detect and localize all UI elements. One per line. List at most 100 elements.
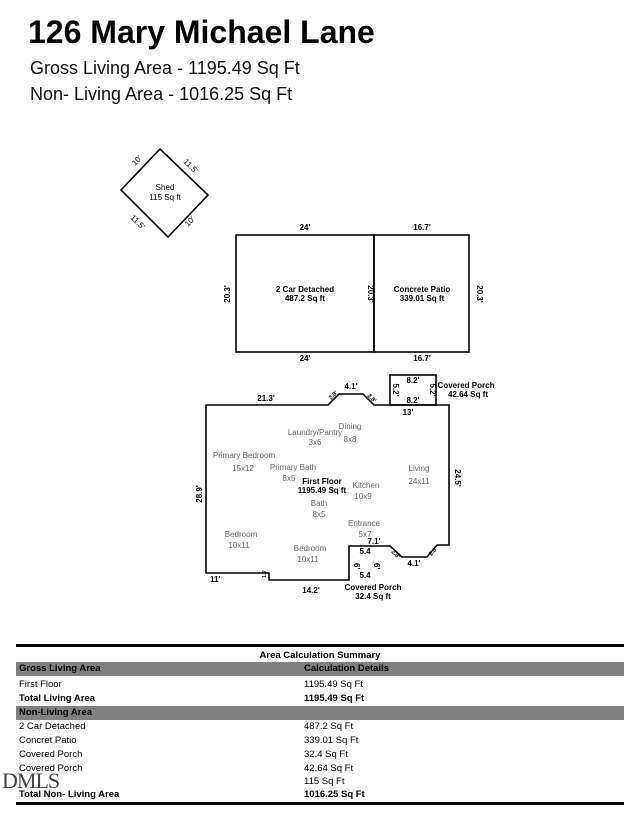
porch-name: Covered Porch: [345, 583, 402, 592]
room-primary-bedroom: Primary Bedroom 15x12: [213, 451, 276, 473]
room-name: Bedroom: [225, 530, 258, 539]
covered-porch-front: 5.4 5.4 6' 6' Covered Porch 32.4 Sq ft: [345, 547, 402, 601]
row-value: 339.01 Sq Ft: [304, 735, 359, 746]
area-summary-table: Area Calculation Summary Gross Living Ar…: [16, 644, 624, 805]
row-value: 115 Sq Ft: [304, 776, 345, 787]
room-name: Dining: [339, 422, 362, 431]
page-title: 126 Mary Michael Lane: [28, 14, 375, 50]
non-living-header: Non-Living Area: [19, 707, 93, 718]
dim-label: 28.9': [195, 485, 204, 503]
room-size: 10x11: [297, 555, 319, 564]
garage: 2 Car Detached 487.2 Sq ft 24' 24' 20.3'…: [223, 223, 375, 363]
gla-header: Gross Living Area: [19, 663, 101, 674]
dim-label: 8.2': [406, 376, 419, 385]
room-size: 8x5: [313, 510, 326, 519]
details-header: Calculation Details: [304, 663, 389, 674]
shed-outline: [119, 147, 210, 239]
dim-label: 13': [403, 408, 414, 417]
room-size: 8x8: [344, 435, 357, 444]
row-value: 1195.49 Sq Ft: [304, 693, 365, 704]
dim-label: 5.2': [391, 383, 400, 396]
patio-outline: [373, 234, 470, 353]
garage-dim: 24': [300, 223, 311, 232]
room-bedroom: Bedroom 10x11: [294, 544, 327, 564]
patio-area: 339.01 Sq ft: [400, 294, 445, 303]
room-size: 24x11: [408, 477, 430, 486]
row-label: Total Non- Living Area: [19, 789, 120, 800]
total-non-living-row: Total Non- Living Area 1016.25 Sq Ft: [16, 788, 624, 802]
dim-label: 14.2': [302, 586, 320, 595]
gla-header-row: Gross Living Area Calculation Details: [16, 662, 624, 676]
row-value: 1016.25 Sq Ft: [304, 789, 365, 800]
first-floor-name: First Floor: [302, 477, 342, 486]
row-label: Concret Patio: [19, 735, 77, 746]
dim-label: 5.4: [359, 547, 371, 556]
room-name: Bedroom: [294, 544, 327, 553]
room-size: 5x7: [359, 530, 372, 539]
garage-area: 487.2 Sq ft: [285, 294, 325, 303]
patio-name: Concrete Patio: [394, 285, 451, 294]
dim-label: 8.2': [406, 396, 419, 405]
dim-label: 24.5': [453, 469, 462, 487]
row-label: 2 Car Detached: [19, 721, 86, 732]
dim-label: 6': [372, 563, 381, 569]
room-entrance: Entrance 5x7: [348, 519, 381, 539]
row-value: 1195.49 Sq Ft: [304, 679, 363, 690]
table-row: First Floor 1195.49 Sq Ft: [16, 678, 624, 692]
dim-label: 1.8': [262, 570, 268, 578]
row-label: First Floor: [19, 679, 62, 690]
garage-dim: 24': [300, 354, 311, 363]
dim-label: 11': [210, 575, 220, 584]
non-living-area: Non- Living Area - 1016.25 Sq Ft: [30, 84, 293, 104]
first-floor-area: 1195.49 Sq ft: [298, 486, 347, 495]
room-name: Entrance: [348, 519, 381, 528]
room-size: 15x12: [232, 464, 254, 473]
row-value: 32.4 Sq Ft: [304, 749, 348, 760]
dim-label: 21.3': [257, 394, 275, 403]
table-row: Covered Porch 32.4 Sq Ft: [16, 748, 624, 762]
shed-name: Shed: [156, 183, 175, 192]
room-name: Primary Bedroom: [213, 451, 276, 460]
room-size: 3x6: [309, 438, 322, 447]
dim-label: 7.1': [367, 537, 380, 546]
patio-dim: 20.3': [475, 285, 484, 303]
garage-dim: 20.3': [223, 285, 232, 303]
shed: Shed 115 Sq ft 10' 11.5' 11.5' 10': [119, 147, 210, 239]
dim-label: 2.8': [428, 546, 440, 558]
shed-dim: 10': [183, 214, 197, 228]
patio-dim: 16.7': [413, 223, 431, 232]
floor-plan-diagram: Shed 115 Sq ft 10' 11.5' 11.5' 10' 2 Car…: [119, 147, 495, 601]
room-name: Living: [409, 464, 430, 473]
shed-dim: 10': [130, 153, 144, 167]
row-label: Total Living Area: [19, 693, 96, 704]
dim-label: 4.1': [344, 382, 357, 391]
dim-label: 2.8': [366, 393, 378, 405]
gross-living-area: Gross Living Area - 1195.49 Sq Ft: [30, 58, 300, 78]
dim-label: 5.2': [428, 383, 437, 396]
patio-dim: 16.7': [413, 354, 431, 363]
dim-label: 4.1': [407, 559, 420, 568]
first-floor-outline: [205, 393, 450, 581]
dim-label: 5.4: [359, 571, 371, 580]
room-name: Kitchen: [353, 481, 380, 490]
covered-porch-back: 8.2' 8.2' 5.2' 5.2' Covered Porch 42.64 …: [389, 374, 495, 406]
row-label: [16, 776, 304, 788]
porch-outline: [389, 374, 437, 406]
row-label: Covered Porch: [19, 763, 83, 774]
table-row: Concret Patio 339.01 Sq Ft: [16, 734, 624, 748]
garage-dim: 20.3': [366, 285, 375, 303]
dim-label: 6': [352, 563, 361, 569]
row-label: Covered Porch: [19, 749, 83, 760]
total-living-row: Total Living Area 1195.49 Sq Ft: [16, 692, 624, 706]
dim-label: 2.8': [328, 390, 340, 402]
room-dining: Dining 8x8: [339, 422, 362, 444]
dim-label: 2.8': [390, 549, 402, 561]
patio: Concrete Patio 339.01 Sq ft 16.7' 16.7' …: [373, 223, 484, 363]
